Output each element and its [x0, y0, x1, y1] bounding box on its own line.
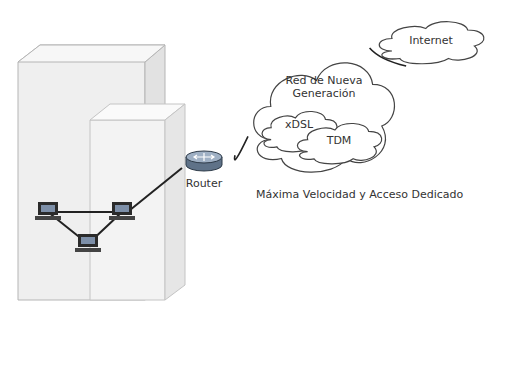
lan-links: [48, 168, 182, 244]
building-wall: [18, 45, 165, 300]
building-roof: [18, 45, 165, 62]
router-label: Router: [173, 177, 235, 190]
internet-cloud: Internet: [375, 16, 488, 66]
building-annex-side: [165, 104, 185, 300]
tdm-cloud: TDM: [294, 118, 385, 166]
computer-icon: [35, 202, 61, 220]
building-annex: [90, 120, 165, 300]
network-cloud: Red de Nueva GeneraciónxDSLTDM: [248, 48, 400, 178]
cloud-label: TDM: [311, 134, 367, 147]
network-link: [235, 136, 248, 159]
computer-icon: [75, 234, 101, 252]
note-label: Máxima Velocidad y Acceso Dedicado: [256, 188, 463, 201]
router-symbol: [173, 148, 235, 174]
computer-icon: [109, 202, 135, 220]
cloud-path: [254, 63, 395, 172]
cloud-label: Internet: [396, 34, 466, 47]
cloud-path: [379, 22, 484, 64]
router-arrows: [194, 153, 214, 161]
router-top: [186, 151, 222, 163]
cloud-path: [297, 123, 381, 163]
cloud-label: Red de Nueva Generación: [281, 74, 367, 100]
router-icon: Router: [173, 148, 235, 192]
